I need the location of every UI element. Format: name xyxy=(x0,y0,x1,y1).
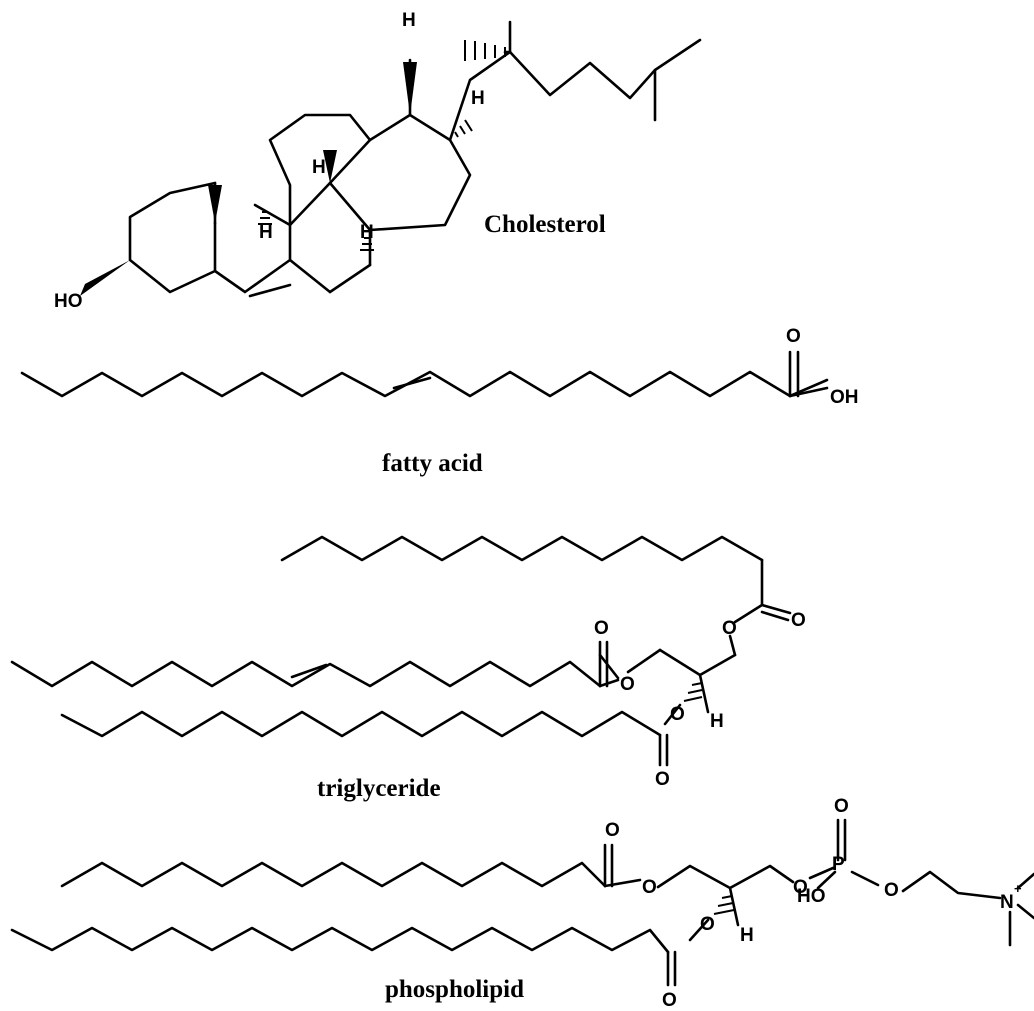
pl-ester-o-bottom: O xyxy=(700,914,715,935)
phospholipid-label: phospholipid xyxy=(385,976,524,1003)
tg-carbonyl-o-mid: O xyxy=(594,618,609,639)
tg-ester-o-top: O xyxy=(722,618,737,639)
c10-wedge-bond xyxy=(208,185,222,223)
pl-nitrogen-charge: + xyxy=(1014,881,1022,896)
pl-choline-o: O xyxy=(884,880,899,901)
c8-hydrogen-label: H xyxy=(312,157,326,178)
triglyceride-structure: O O O O O H O triglyceride xyxy=(10,535,806,802)
tg-ester-o-bottom: O xyxy=(670,704,685,725)
pl-nitrogen-label: N xyxy=(1000,892,1014,913)
cholesterol-structure: HO H H H H H Cholesterol xyxy=(54,10,702,312)
pl-hydrogen-label: H xyxy=(740,925,754,946)
c9-hashed-bond xyxy=(258,211,272,225)
pl-phosphate-hydroxyl: HO xyxy=(797,886,826,907)
cholesterol-label: Cholesterol xyxy=(484,211,606,238)
fatty-acid-label: fatty acid xyxy=(382,450,483,477)
pl-phosphoryl-o: O xyxy=(834,796,849,817)
c9-hydrogen-label: H xyxy=(259,222,273,243)
fatty-acid-hydroxyl-label: OH xyxy=(830,387,859,408)
pl-phosphoester-o: O xyxy=(793,877,808,898)
c14-hydrogen-label: H xyxy=(360,222,374,243)
c20-hydrogen-label: H xyxy=(402,10,416,31)
c17-hashed-bond xyxy=(454,119,473,138)
pl-carbonyl-o-bottom: O xyxy=(662,990,677,1011)
pl-carbonyl-o-top: O xyxy=(605,820,620,841)
tg-ester-o-mid: O xyxy=(620,674,635,695)
phospholipid-structure: O O O O P HO O N + O H O phospholipid xyxy=(10,796,1034,1011)
phospholipid-c2-hashed-bond xyxy=(713,895,735,915)
triglyceride-label: triglyceride xyxy=(317,775,441,802)
tg-carbonyl-o-bottom: O xyxy=(655,769,670,790)
c14-hashed-bond xyxy=(360,237,374,251)
fatty-acid-carbonyl-label: O xyxy=(786,326,801,347)
pl-phosphorus-label: P xyxy=(832,854,845,875)
tg-hydrogen-label: H xyxy=(710,711,724,732)
pl-ester-o-top: O xyxy=(642,877,657,898)
c3-wedge-bond xyxy=(80,260,130,296)
c13-wedge-bond xyxy=(403,62,417,115)
c17-hydrogen-label: H xyxy=(471,88,485,109)
c8-wedge-bond xyxy=(323,150,337,183)
c20-hashed-bond xyxy=(464,40,506,61)
triglyceride-c2-hashed-bond xyxy=(683,682,703,702)
fatty-acid-structure: O OH fatty acid xyxy=(20,326,859,477)
cholesterol-hydroxyl-label: HO xyxy=(54,291,83,312)
tg-carbonyl-o-top: O xyxy=(791,610,806,631)
